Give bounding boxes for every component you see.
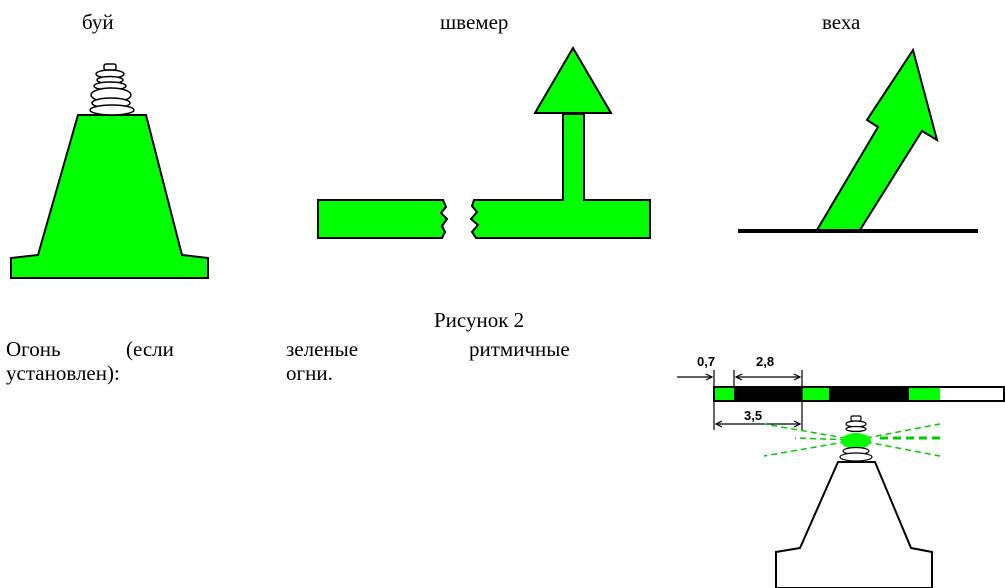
light-text-col2-line2: огни. [286, 361, 333, 385]
shvemer-figure [317, 46, 651, 239]
dimension-lines [677, 370, 803, 430]
light-text-col1-line2: установлен): [6, 361, 120, 385]
vekha-label: веха [822, 10, 861, 34]
buoy-label: буй [82, 10, 114, 34]
shvemer-right-piece [469, 113, 651, 239]
figure-caption: Рисунок 2 [434, 308, 525, 332]
lit-buoy-figure [775, 415, 933, 588]
buoy-body [10, 114, 209, 279]
light-text-col1-line1b: (если [126, 337, 174, 361]
dimension-label-3-5: 3,5 [744, 408, 762, 423]
lit-buoy-topmark [845, 415, 867, 433]
lit-buoy-body [775, 461, 933, 588]
buoy-figure [10, 63, 209, 279]
vekha-arrow [815, 47, 939, 231]
shvemer-left-piece [317, 199, 449, 239]
light-text-col1-line1: Огонь [6, 337, 61, 361]
light-rhythm-bar [713, 386, 1005, 402]
dimension-label-0-7: 0,7 [697, 354, 715, 369]
vekha-figure [738, 47, 978, 233]
dimension-label-2-8: 2,8 [756, 354, 774, 369]
light-text-col2-line1: зеленые [286, 337, 359, 361]
light-lantern [841, 433, 871, 449]
buoy-topmark [89, 63, 135, 116]
light-text-col2-line1b: ритмичные [469, 337, 570, 361]
shvemer-label: швемер [440, 10, 509, 34]
shvemer-arrow-head [533, 46, 613, 114]
